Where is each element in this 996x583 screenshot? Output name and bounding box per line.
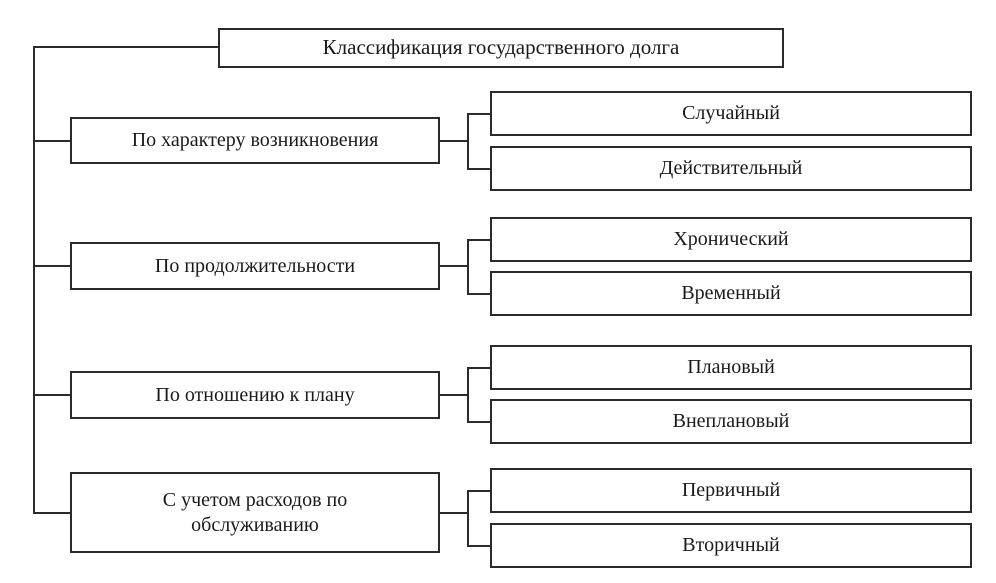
leaf-node-2-1-label: Внеплановый (672, 410, 790, 433)
leaf-node-0-0[interactable]: Случайный (490, 91, 972, 136)
connector-cat-1-out (438, 265, 469, 267)
leaf-node-3-1[interactable]: Вторичный (490, 523, 972, 568)
connector-bracket-1-to-leaf-1-0 (467, 239, 492, 241)
category-node-3-label: С учетом расходов по обслуживанию (162, 489, 348, 536)
leaf-node-0-1[interactable]: Действительный (490, 146, 972, 191)
leaf-node-1-0[interactable]: Хронический (490, 217, 972, 262)
leaf-node-1-0-label: Хронический (673, 228, 789, 251)
connector-bracket-1-to-leaf-1-1 (467, 293, 492, 295)
connector-bracket-3 (467, 490, 469, 546)
connector-bracket-0-to-leaf-0-1 (467, 168, 492, 170)
leaf-node-3-0[interactable]: Первичный (490, 468, 972, 513)
connector-trunk-to-cat-1 (33, 265, 72, 267)
connector-trunk-to-cat-0 (33, 140, 72, 142)
connector-bracket-2 (467, 367, 469, 422)
category-node-1-label: По продолжительности (154, 254, 356, 277)
leaf-node-2-0[interactable]: Плановый (490, 345, 972, 390)
leaf-node-1-1-label: Временный (681, 282, 781, 305)
connector-trunk (33, 46, 35, 514)
connector-cat-2-out (438, 394, 469, 396)
connector-trunk-to-cat-2 (33, 394, 72, 396)
category-node-2-label: По отношению к плану (155, 383, 355, 406)
connector-bracket-2-to-leaf-2-0 (467, 367, 492, 369)
connector-trunk-to-cat-3 (33, 512, 72, 514)
category-node-0-label: По характеру возникновения (131, 129, 379, 152)
category-node-1[interactable]: По продолжительности (70, 242, 440, 290)
category-node-3[interactable]: С учетом расходов по обслуживанию (70, 472, 440, 553)
leaf-node-3-1-label: Вторичный (682, 534, 780, 557)
leaf-node-2-0-label: Плановый (687, 356, 775, 379)
connector-bracket-0-to-leaf-0-0 (467, 113, 492, 115)
root-node[interactable]: Классификация государственного долга (218, 28, 784, 68)
connector-bracket-3-to-leaf-3-1 (467, 545, 492, 547)
connector-cat-3-out (438, 512, 469, 514)
connector-bracket-0 (467, 113, 469, 169)
connector-bracket-1 (467, 239, 469, 294)
connector-cat-0-out (438, 140, 469, 142)
connector-bracket-3-to-leaf-3-0 (467, 490, 492, 492)
category-node-0[interactable]: По характеру возникновения (70, 117, 440, 164)
root-node-label: Классификация государственного долга (322, 35, 680, 60)
leaf-node-2-1[interactable]: Внеплановый (490, 399, 972, 444)
category-node-2[interactable]: По отношению к плану (70, 371, 440, 419)
connector-bracket-2-to-leaf-2-1 (467, 421, 492, 423)
leaf-node-0-0-label: Случайный (682, 102, 780, 125)
leaf-node-1-1[interactable]: Временный (490, 271, 972, 316)
connector-root-stub (33, 46, 220, 48)
leaf-node-0-1-label: Действительный (659, 157, 803, 180)
leaf-node-3-0-label: Первичный (681, 479, 781, 502)
